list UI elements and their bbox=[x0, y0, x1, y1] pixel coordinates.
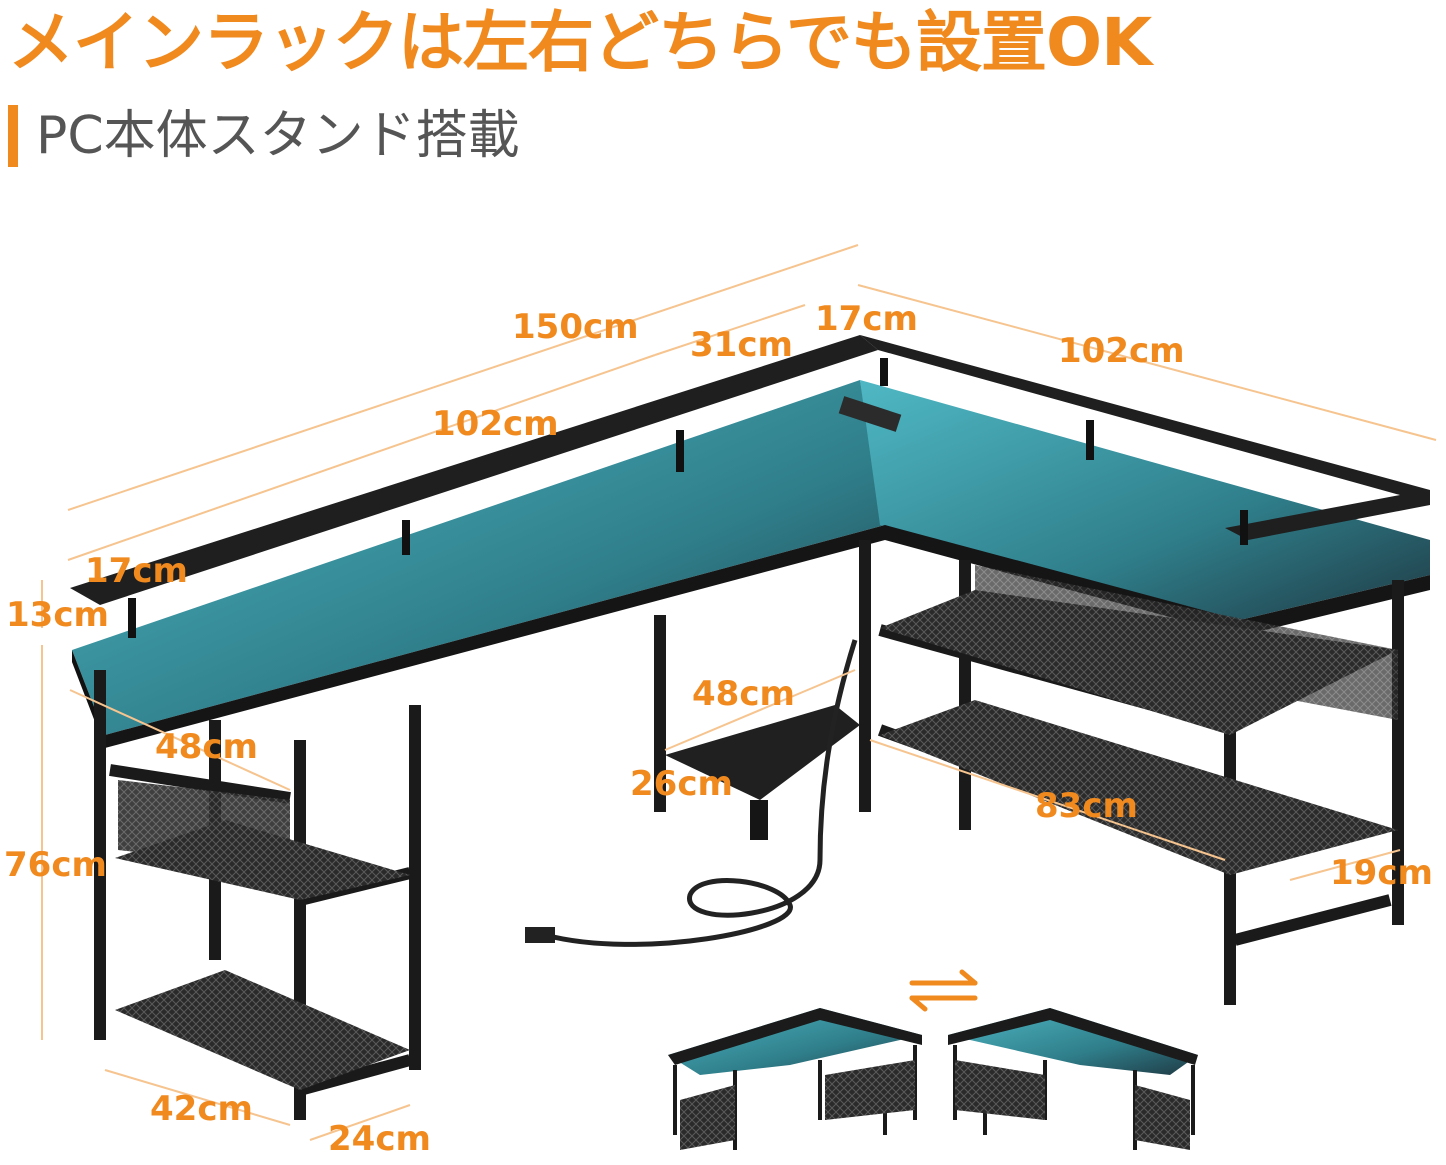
swap-arrows-icon bbox=[909, 969, 978, 1012]
shelf-leg bbox=[1086, 420, 1094, 460]
left-rack-mesh-side bbox=[118, 780, 290, 870]
desk-top-right-wing bbox=[860, 380, 1430, 620]
dim-total-width: 150cm bbox=[512, 307, 639, 347]
layout-thumbnail-left bbox=[668, 1008, 922, 1150]
dim-left-wing: 102cm bbox=[432, 404, 559, 444]
power-strip bbox=[838, 396, 902, 432]
layout-thumbnail-right bbox=[948, 1008, 1198, 1150]
shelf-leg bbox=[676, 430, 684, 472]
dim-desk-height: 76cm bbox=[4, 845, 107, 885]
monitor-shelf-left bbox=[70, 335, 878, 605]
left-rack-mesh-bottom bbox=[115, 970, 410, 1090]
dim-right-wing: 102cm bbox=[1058, 331, 1185, 371]
power-cable bbox=[544, 639, 858, 947]
middle-legs bbox=[654, 540, 871, 812]
dim-left-rack-depth: 24cm bbox=[328, 1119, 431, 1159]
dim-shelf-depth-left: 17cm bbox=[85, 551, 188, 591]
cpu-stand bbox=[665, 705, 860, 840]
monitor-shelf-right bbox=[860, 335, 1430, 540]
dim-desk-depth-mid: 48cm bbox=[692, 674, 795, 714]
desk-top-front-edge bbox=[105, 525, 885, 748]
dimension-lines bbox=[41, 244, 1437, 1141]
accent-bar bbox=[8, 105, 18, 167]
desk-top-right-edge bbox=[885, 525, 1430, 636]
headline: メインラックは左右どちらでも設置OK bbox=[8, 4, 1152, 81]
power-plug bbox=[525, 927, 555, 943]
shelf-leg bbox=[128, 598, 136, 638]
right-rack-mesh-bottom bbox=[880, 700, 1398, 875]
dim-cpu-stand: 26cm bbox=[630, 764, 733, 804]
shelf-leg bbox=[402, 520, 410, 555]
subheadline: PC本体スタンド搭載 bbox=[36, 106, 520, 166]
shelf-leg bbox=[880, 358, 888, 386]
shelf-leg bbox=[1240, 510, 1248, 545]
dim-right-rack-depth: 19cm bbox=[1330, 853, 1433, 893]
right-rack-mesh-back bbox=[975, 565, 1398, 720]
dim-shelf-height: 13cm bbox=[6, 595, 109, 635]
subheadline-row: PC本体スタンド搭載 bbox=[8, 104, 520, 168]
dim-shelf-depth-right: 17cm bbox=[815, 299, 918, 339]
monitor-shelf bbox=[70, 335, 1430, 638]
dim-right-rack: 83cm bbox=[1035, 786, 1138, 826]
dim-corner: 31cm bbox=[690, 325, 793, 365]
dim-desk-depth-left: 48cm bbox=[155, 727, 258, 767]
dim-left-rack-width: 42cm bbox=[150, 1089, 253, 1129]
